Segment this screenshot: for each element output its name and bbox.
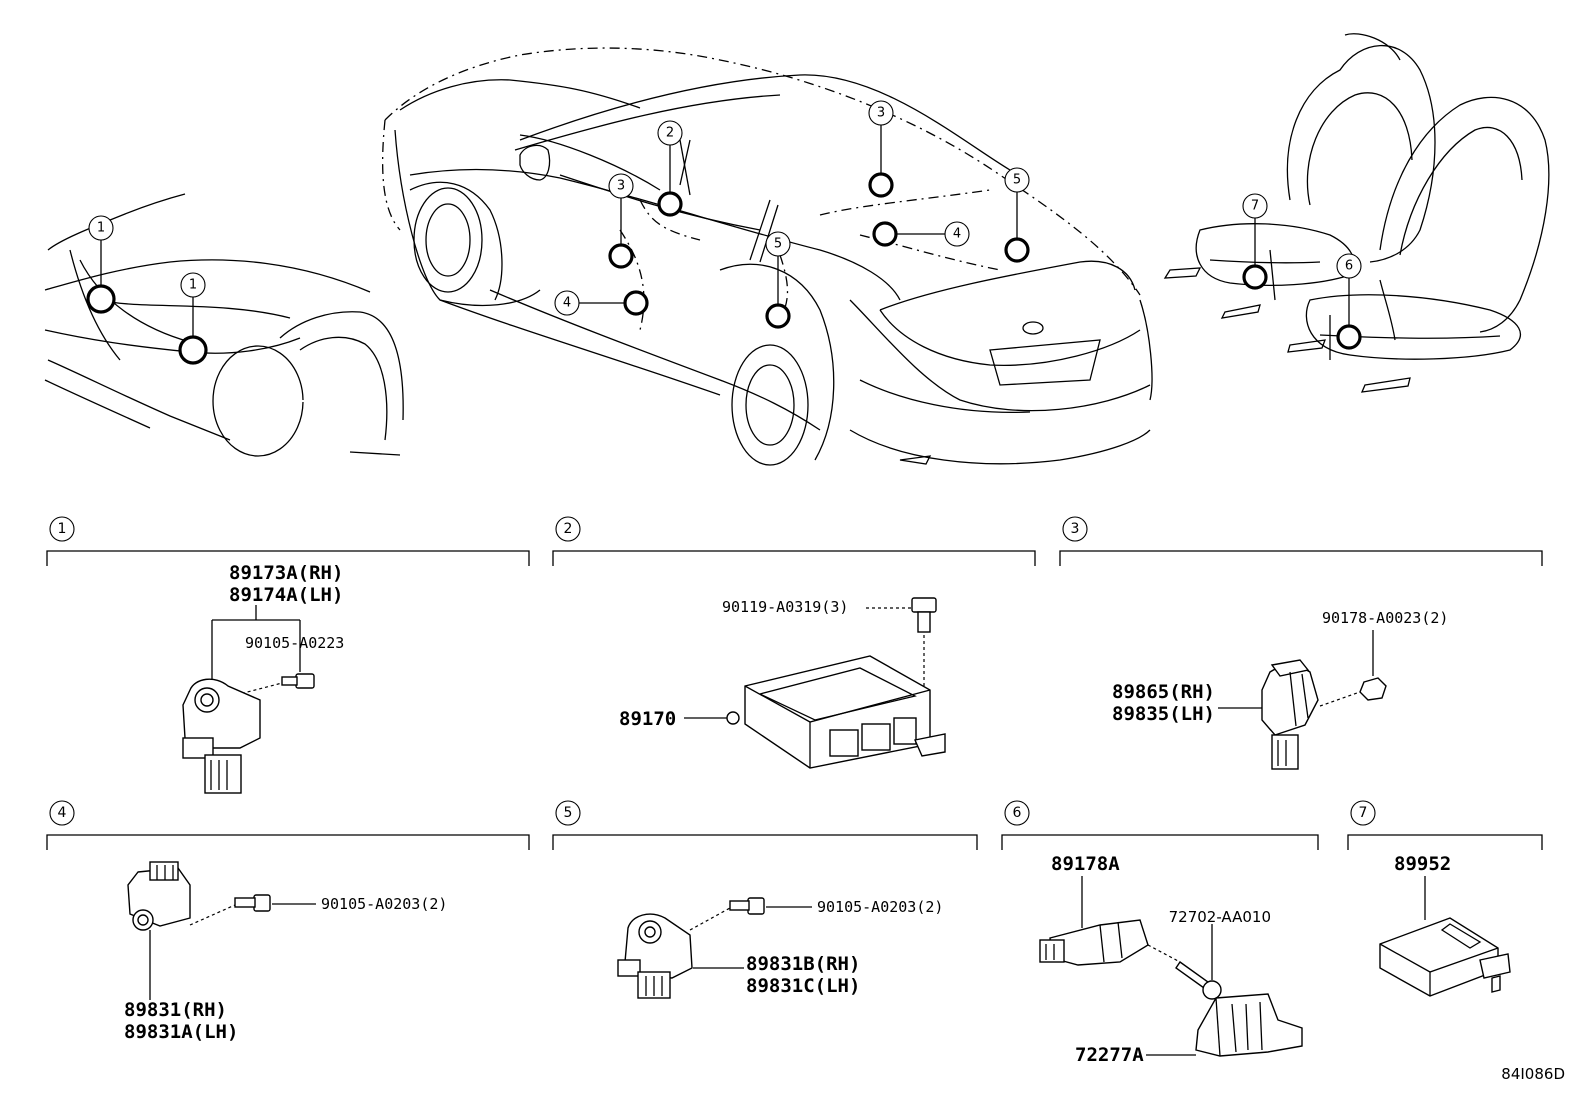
callout-3a: 3 [617,179,625,194]
callout-1b: 1 [189,278,197,293]
figure-code: 84I086D [1501,1065,1565,1083]
section-1: 1 89173A(RH) 89174A(LH) 90105-A0223 [46,516,530,794]
part-89865-rh: 89865(RH) [1112,681,1215,703]
part-89173a-rh: 89173A(RH) [229,562,343,584]
fastener-72702-aa010: 72702-AA010 [1169,908,1271,926]
fastener-90105-a0203-b: 90105-A0203(2) [817,898,943,916]
part-89831-rh: 89831(RH) [124,999,227,1021]
section-3: 3 90178-A0023(2) 89865(RH) 89835(LH) [1059,516,1543,770]
part-89831c-lh: 89831C(LH) [746,975,860,997]
section-7: 7 89952 [1347,800,1543,997]
seats-view: 7 6 [1163,33,1550,393]
callout-5b: 5 [774,237,782,252]
car-view: 2 3 4 3 4 5 5 [382,47,1153,466]
callout-6: 6 [1345,259,1353,274]
fastener-90105-a0203-a: 90105-A0203(2) [321,895,447,913]
callout-7: 7 [1251,199,1259,214]
section-4: 4 90105-A0203(2) 89831(RH) 89831A(LH) [46,800,530,1043]
section-1-number: 1 [58,521,67,537]
section-2: 2 90119-A0319(3) 89170 [552,516,1036,769]
fastener-90105-a0223: 90105-A0223 [245,634,344,652]
callout-1a: 1 [97,221,105,236]
part-89178a: 89178A [1051,853,1120,875]
part-89952: 89952 [1394,853,1451,875]
callout-4a: 4 [563,296,571,311]
callout-3b: 3 [877,106,885,121]
callout-4b: 4 [953,227,961,242]
section-4-number: 4 [58,805,67,821]
section-2-number: 2 [564,521,573,537]
fastener-90178-a0023: 90178-A0023(2) [1322,609,1448,627]
part-89831a-lh: 89831A(LH) [124,1021,238,1043]
section-6: 6 89178A 72702-AA010 72277A [1001,800,1319,1066]
section-5-number: 5 [564,805,573,821]
part-89174a-lh: 89174A(LH) [229,584,343,606]
callout-2: 2 [666,126,674,141]
part-89831b-rh: 89831B(RH) [746,953,860,975]
section-6-number: 6 [1013,805,1022,821]
front-bumper-view: 1 1 [44,193,404,457]
section-5: 5 90105-A0203(2) 89831B(RH) 89831C(LH) [552,800,978,999]
part-89835-lh: 89835(LH) [1112,703,1215,725]
section-7-number: 7 [1359,805,1368,821]
callout-5a: 5 [1013,173,1021,188]
part-89170: 89170 [619,708,676,730]
section-3-number: 3 [1071,521,1080,537]
fastener-90119-a0319: 90119-A0319(3) [722,598,848,616]
part-72277a: 72277A [1075,1044,1144,1066]
